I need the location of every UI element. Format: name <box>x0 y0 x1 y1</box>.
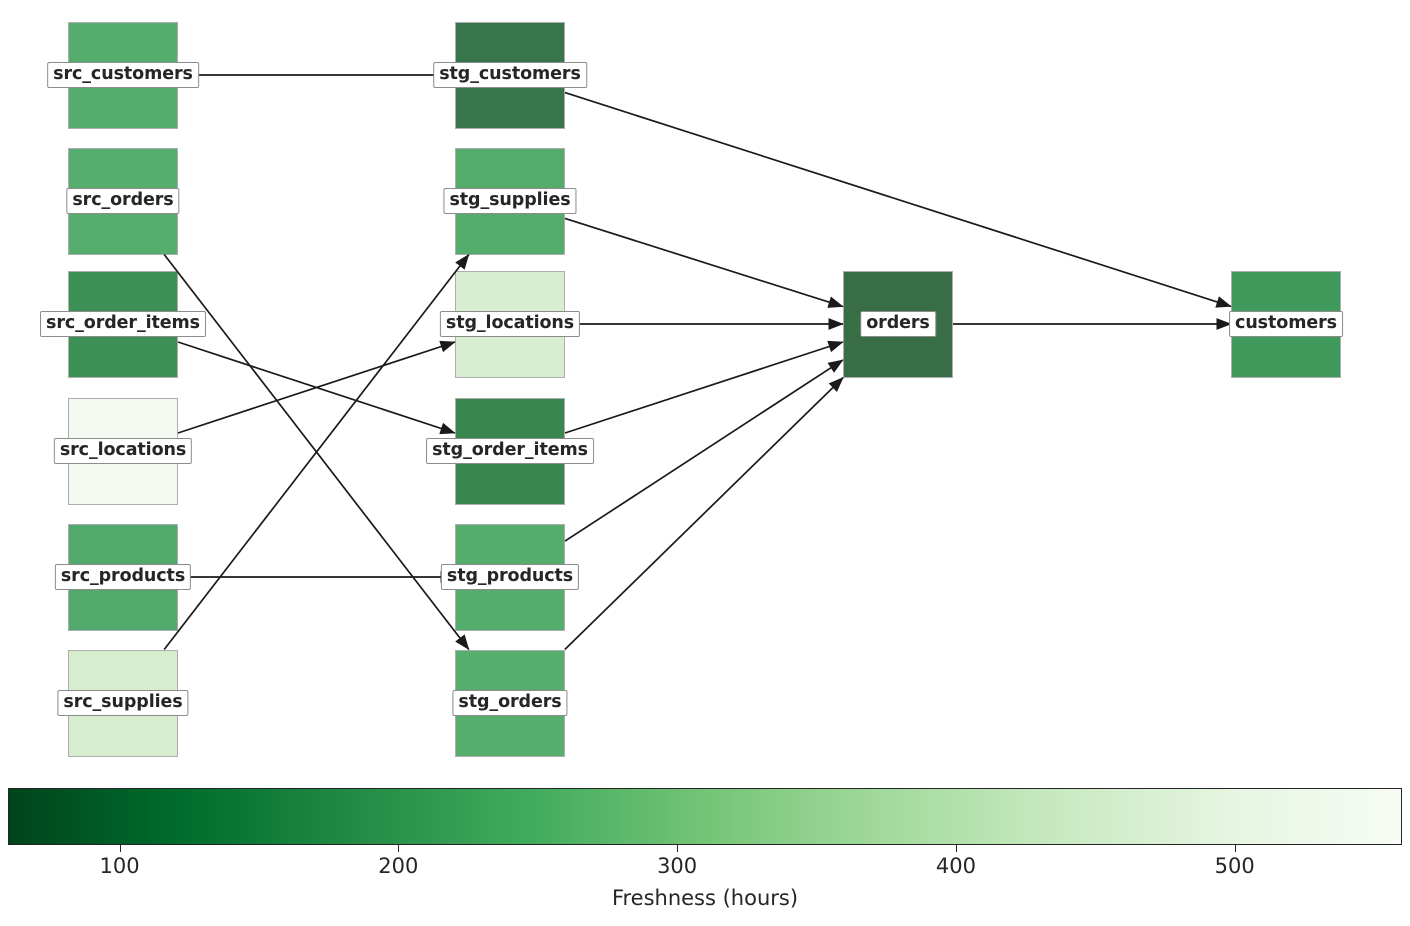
node-label-src_order_items[interactable]: src_order_items <box>40 311 206 337</box>
edge-src_order_items-to-stg_order_items <box>177 341 456 435</box>
colorbar-tick-label: 100 <box>99 854 140 878</box>
node-label-src_orders[interactable]: src_orders <box>66 188 180 214</box>
node-label-src_customers[interactable]: src_customers <box>47 62 199 88</box>
colorbar-tick <box>398 845 400 852</box>
node-label-stg_order_items[interactable]: stg_order_items <box>426 438 594 464</box>
colorbar-tick-label: 300 <box>657 854 698 878</box>
colorbar-tick-label: 400 <box>935 854 976 878</box>
edge-stg_products-to-orders <box>564 359 844 542</box>
node-label-stg_supplies[interactable]: stg_supplies <box>443 188 577 214</box>
colorbar: 100 200 300 400 500 Freshness (hours) <box>8 788 1402 918</box>
colorbar-tick <box>677 845 679 852</box>
colorbar-gradient <box>8 788 1402 845</box>
node-label-src_products[interactable]: src_products <box>54 564 192 590</box>
colorbar-tick <box>119 845 121 852</box>
edge-stg_order_items-to-orders <box>564 340 844 434</box>
node-label-stg_orders[interactable]: stg_orders <box>452 690 568 716</box>
colorbar-tick-label: 200 <box>378 854 419 878</box>
edge-stg_supplies-to-orders <box>564 217 844 308</box>
node-label-src_supplies[interactable]: src_supplies <box>57 690 189 716</box>
edge-stg_orders-to-orders <box>564 376 844 651</box>
edge-src_supplies-to-stg_supplies <box>163 253 470 651</box>
node-label-stg_locations[interactable]: stg_locations <box>439 311 581 337</box>
node-label-src_locations[interactable]: src_locations <box>53 438 193 464</box>
node-label-stg_products[interactable]: stg_products <box>440 564 580 590</box>
colorbar-tick-label: 500 <box>1214 854 1255 878</box>
colorbar-tick <box>955 845 957 852</box>
colorbar-axis-label: Freshness (hours) <box>611 886 799 910</box>
node-label-orders[interactable]: orders <box>860 311 936 337</box>
node-label-customers[interactable]: customers <box>1229 311 1343 337</box>
edge-src_orders-to-stg_orders <box>163 253 470 651</box>
edge-src_locations-to-stg_locations <box>177 340 456 434</box>
colorbar-tick <box>1234 845 1236 852</box>
node-label-stg_customers[interactable]: stg_customers <box>433 62 587 88</box>
